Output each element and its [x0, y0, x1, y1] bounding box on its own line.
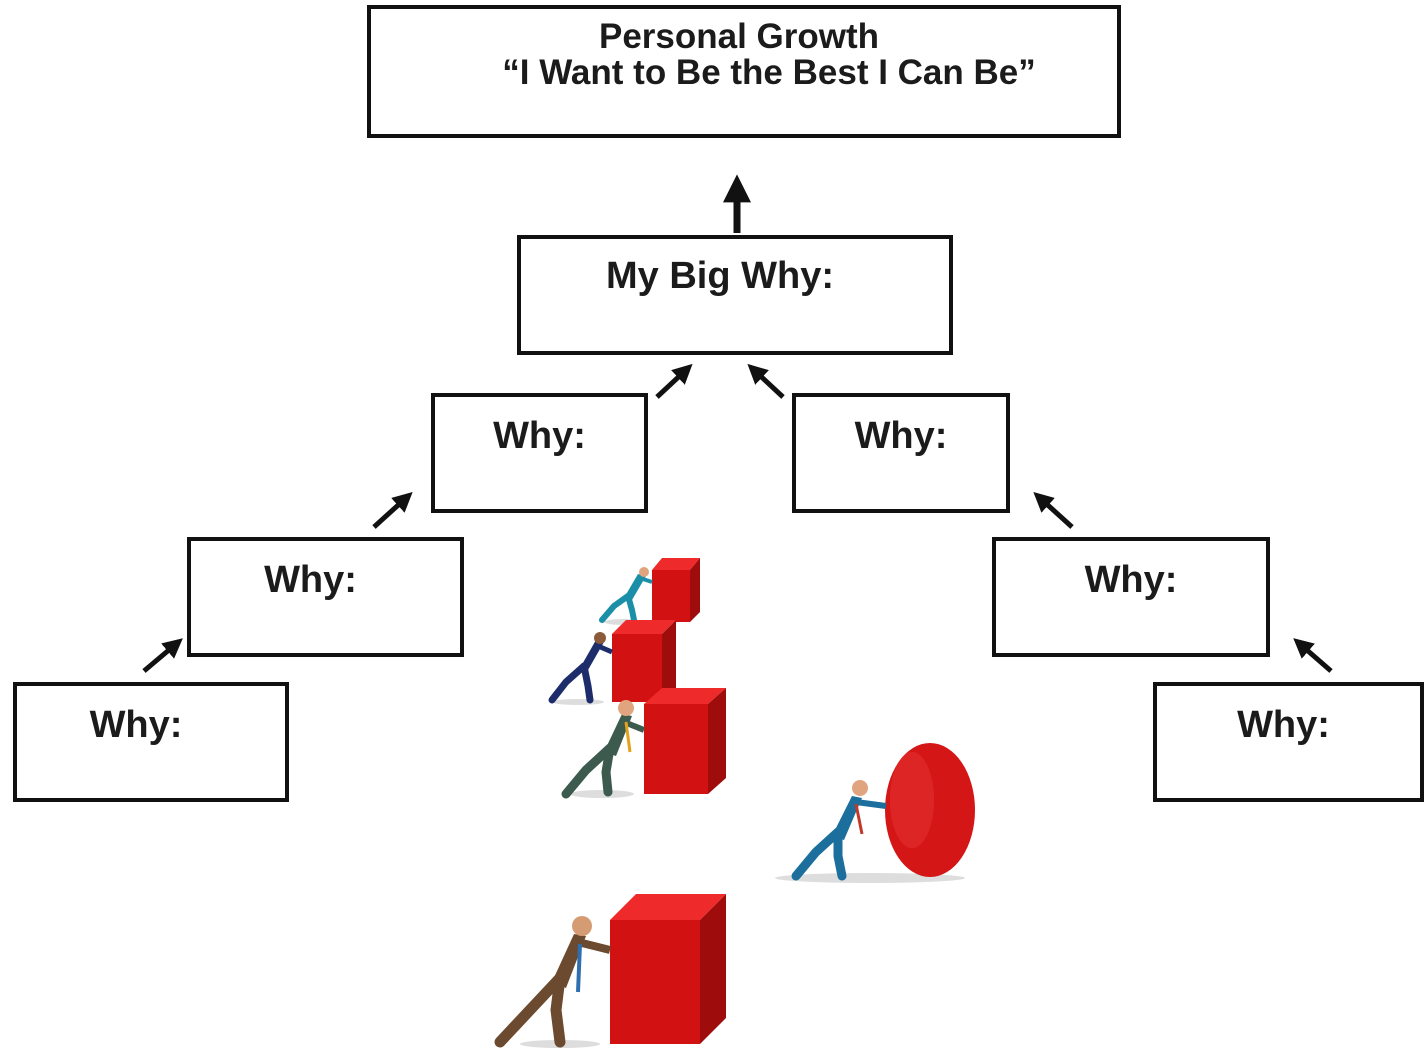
businessman-pushing-cube-icon [561, 688, 726, 799]
why-box-left-lower: Why: [13, 682, 289, 802]
why-label: Why: [854, 415, 948, 457]
arrow-up-right-icon [142, 638, 183, 673]
businessman-pushing-cube-icon [494, 894, 726, 1048]
arrow-up-right-icon [655, 363, 693, 399]
why-label: Why: [264, 559, 357, 601]
why-label: Why: [1237, 704, 1330, 746]
why-box-left-upper: Why: [431, 393, 648, 513]
businessman-pushing-ball-icon [775, 743, 975, 883]
personal-growth-title: Personal Growth [598, 17, 880, 56]
why-box-right-middle: Why: [992, 537, 1270, 657]
arrow-up-left-icon [747, 363, 785, 399]
why-label: Why: [1084, 559, 1178, 601]
why-label: Why: [493, 415, 586, 457]
why-label: Why: [89, 704, 183, 746]
why-box-right-lower: Why: [1153, 682, 1424, 802]
personal-growth-box: Personal Growth “I Want to Be the Best I… [367, 5, 1121, 138]
arrow-up-right-icon [372, 491, 413, 529]
businessman-pushing-cube-icon [599, 558, 700, 625]
arrow-up-left-icon [1293, 638, 1333, 673]
big-why-label: My Big Why: [606, 255, 834, 297]
why-box-left-middle: Why: [187, 537, 464, 657]
why-box-right-upper: Why: [792, 393, 1010, 513]
big-why-box: My Big Why: [517, 235, 953, 355]
businessman-pushing-cube-icon [548, 620, 676, 705]
personal-growth-quote: “I Want to Be the Best I Can Be” [502, 53, 1036, 92]
arrow-up-left-icon [1033, 491, 1074, 529]
